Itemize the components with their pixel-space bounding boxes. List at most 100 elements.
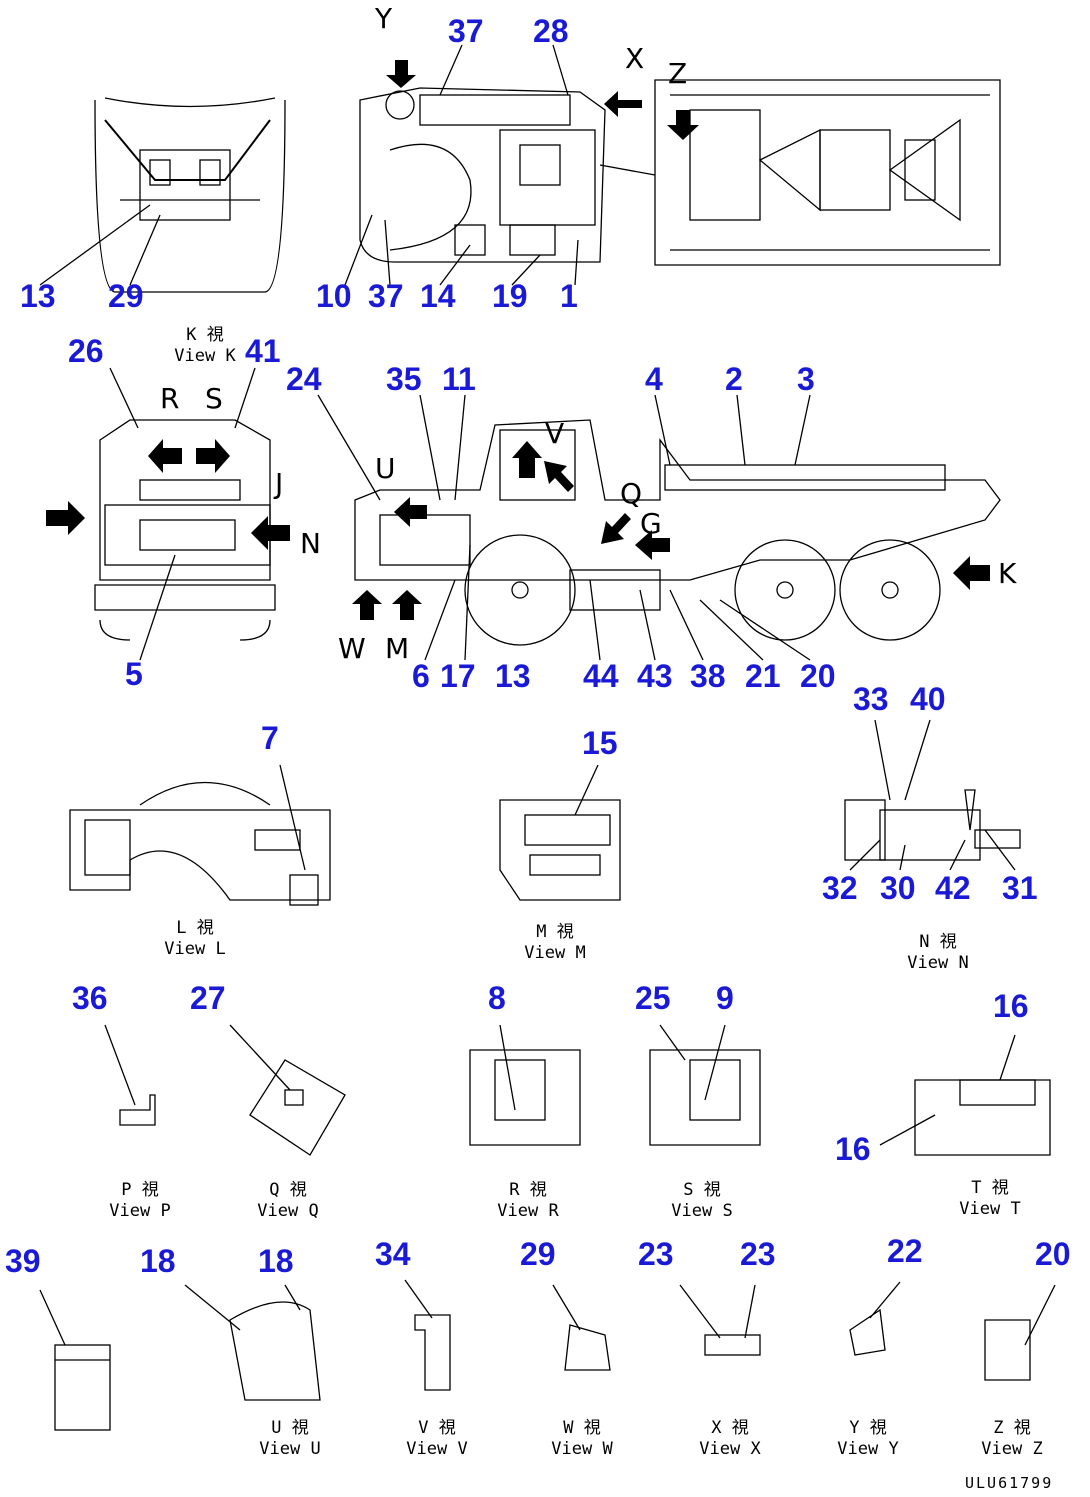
part-number: 33 — [853, 681, 889, 717]
view-letter: S — [205, 382, 223, 415]
view-u-drawing — [184, 1284, 321, 1401]
part-number: 20 — [800, 658, 836, 694]
part-number: 6 — [412, 658, 430, 694]
view-letter: V — [545, 417, 565, 450]
view-s-drawing — [649, 1024, 761, 1146]
view-q-drawing — [229, 1024, 346, 1156]
view-p-drawing — [104, 1024, 156, 1126]
view-letter: G — [640, 507, 662, 540]
view-letter: X — [625, 42, 645, 75]
part-number: 28 — [533, 13, 569, 49]
view-letter: U — [375, 452, 396, 485]
part-number: 16 — [835, 1131, 871, 1167]
part-number: 15 — [582, 725, 618, 761]
part-number: 32 — [822, 870, 858, 906]
part-number: 37 — [368, 278, 404, 314]
view-letter: J — [275, 467, 284, 500]
view-letter: W — [338, 632, 366, 665]
part-number: 23 — [638, 1236, 674, 1272]
part-number: 23 — [740, 1236, 776, 1272]
part-number: 4 — [645, 361, 663, 397]
view-39-label-sheet — [39, 1289, 111, 1431]
part-number: 38 — [690, 658, 726, 694]
part-number: 29 — [108, 278, 144, 314]
part-number: 27 — [190, 980, 226, 1016]
part-number: 22 — [887, 1233, 923, 1269]
view-t-drawing — [879, 1034, 1051, 1156]
part-number: 42 — [935, 870, 971, 906]
part-number: 40 — [910, 681, 946, 717]
part-number: 13 — [20, 278, 56, 314]
part-number: 5 — [125, 656, 143, 692]
part-number: 18 — [140, 1243, 176, 1279]
view-letter: K — [998, 557, 1017, 590]
top-plan-view — [344, 44, 1001, 286]
part-number: 43 — [637, 658, 673, 694]
view-m-drawing — [499, 764, 621, 901]
part-number: 31 — [1002, 870, 1038, 906]
view-x-drawing — [679, 1284, 761, 1356]
part-number: 34 — [375, 1236, 411, 1272]
view-r-drawing — [469, 1024, 581, 1146]
part-number: 35 — [386, 361, 422, 397]
view-k-drawing — [46, 367, 290, 661]
part-number: 30 — [880, 870, 916, 906]
part-number: 11 — [442, 361, 476, 397]
part-number: 21 — [745, 658, 781, 694]
view-y-drawing — [849, 1281, 901, 1356]
view-l-drawing — [69, 764, 331, 906]
view-letter: Z — [668, 57, 688, 90]
part-number: 39 — [5, 1243, 41, 1279]
part-number: 9 — [716, 980, 734, 1016]
view-letter: N — [300, 527, 321, 560]
view-letter: Q — [620, 477, 643, 510]
view-z-drawing — [984, 1284, 1056, 1381]
part-number: 17 — [440, 658, 476, 694]
part-number: 16 — [993, 988, 1029, 1024]
view-n-drawing — [844, 719, 1021, 871]
part-number: 20 — [1035, 1236, 1071, 1272]
part-number: 24 — [286, 361, 322, 397]
view-letter: R — [160, 382, 180, 415]
side-view-truck — [317, 394, 1001, 661]
part-number: 14 — [420, 278, 456, 314]
part-number: 36 — [72, 980, 108, 1016]
part-number: 13 — [495, 658, 531, 694]
part-number: 37 — [448, 13, 484, 49]
part-number: 3 — [797, 361, 815, 397]
part-number: 2 — [725, 361, 743, 397]
part-number: 19 — [492, 278, 528, 314]
part-number: 25 — [635, 980, 671, 1016]
part-number: 7 — [261, 720, 279, 756]
part-number: 26 — [68, 333, 104, 369]
view-w-drawing — [552, 1284, 611, 1371]
part-number: 44 — [583, 658, 619, 694]
view-letter: M — [385, 632, 410, 665]
part-number: 10 — [316, 278, 352, 314]
part-number: 41 — [245, 333, 281, 369]
view-v-drawing — [404, 1279, 451, 1391]
part-number: 8 — [488, 980, 506, 1016]
drawing-code: ULU61799 — [965, 1474, 1054, 1492]
rear-view-top-left — [39, 97, 286, 293]
view-letter: Y — [375, 2, 393, 35]
part-number: 1 — [560, 278, 578, 314]
part-number: 29 — [520, 1236, 556, 1272]
part-number: 18 — [258, 1243, 294, 1279]
